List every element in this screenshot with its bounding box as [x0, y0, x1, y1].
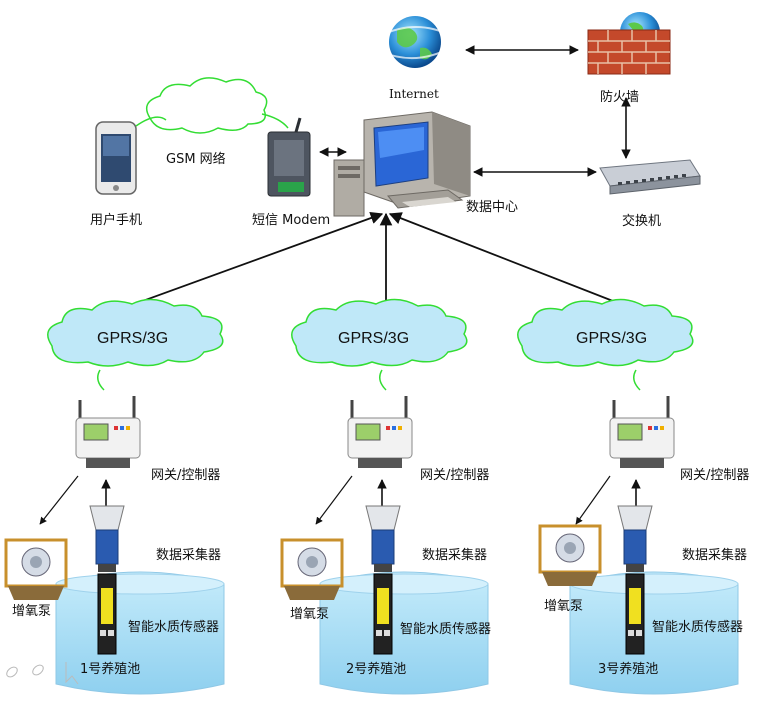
- collector-label-3: 数据采集器: [682, 548, 748, 563]
- site-1: [4, 298, 225, 695]
- sensor-label-3: 智能水质传感器: [652, 620, 744, 635]
- data-collector-icon-2: [365, 505, 401, 572]
- pond-label-3: 3号养殖池: [598, 662, 659, 677]
- water-sensor-icon-2: [373, 573, 393, 655]
- gateway-icon-3: [609, 396, 675, 468]
- gateway-label-2: 网关/控制器: [420, 468, 490, 483]
- pump-label-1: 增氧泵: [12, 604, 52, 619]
- aerator-pump-icon-1: [4, 538, 68, 600]
- site-2: [280, 298, 489, 695]
- sms-modem-icon: [267, 117, 311, 197]
- phone-label: 用户手机: [90, 213, 143, 228]
- gprs-label-1: GPRS/3G: [97, 330, 169, 347]
- phone-icon: [95, 121, 137, 195]
- collector-label-2: 数据采集器: [422, 548, 488, 563]
- gateway-label-1: 网关/控制器: [151, 468, 221, 483]
- gateway-icon-1: [75, 396, 141, 468]
- data-collector-icon-1: [89, 505, 125, 572]
- datacenter-label: 数据中心: [466, 200, 519, 215]
- gsm-cloud-icon: [135, 77, 289, 134]
- pond-2: [319, 571, 489, 695]
- gprs-cloud-3: [517, 298, 694, 367]
- site3-arrow: [388, 212, 638, 312]
- site-3: [517, 298, 739, 695]
- water-sensor-icon-1: [97, 573, 117, 655]
- sensor-label-1: 智能水质传感器: [128, 620, 220, 635]
- switch-label: 交换机: [622, 214, 662, 229]
- gsm-label: GSM 网络: [166, 152, 226, 167]
- firewall-icon: [587, 12, 671, 75]
- pond-label-2: 2号养殖池: [346, 662, 407, 677]
- pump-label-3: 增氧泵: [544, 599, 584, 614]
- aerator-pump-icon-2: [280, 538, 344, 600]
- gprs-cloud-2: [291, 298, 468, 367]
- pump-label-2: 增氧泵: [290, 607, 330, 622]
- datacenter-computer-icon: [333, 111, 471, 217]
- internet-label: Internet: [389, 87, 439, 101]
- gateway-icon-2: [347, 396, 413, 468]
- switch-icon: [599, 159, 701, 195]
- decorative-marks: [6, 662, 79, 685]
- gprs-cloud-1: [47, 298, 224, 367]
- top-connection-arrows: [319, 45, 631, 177]
- gprs-label-3: GPRS/3G: [576, 330, 648, 347]
- pond-label-1: 1号养殖池: [80, 662, 141, 677]
- sensor-label-2: 智能水质传感器: [400, 622, 492, 637]
- internet-globe-icon: [379, 16, 453, 68]
- aerator-pump-icon-3: [538, 524, 602, 586]
- pond-3: [569, 571, 739, 695]
- gateway-label-3: 网关/控制器: [680, 468, 750, 483]
- firewall-label: 防火墙: [600, 90, 640, 105]
- collector-label-1: 数据采集器: [156, 548, 222, 563]
- modem-label: 短信 Modem: [252, 213, 331, 228]
- gprs-label-2: GPRS/3G: [338, 330, 410, 347]
- data-collector-icon-3: [617, 505, 653, 572]
- water-sensor-icon-3: [625, 573, 645, 655]
